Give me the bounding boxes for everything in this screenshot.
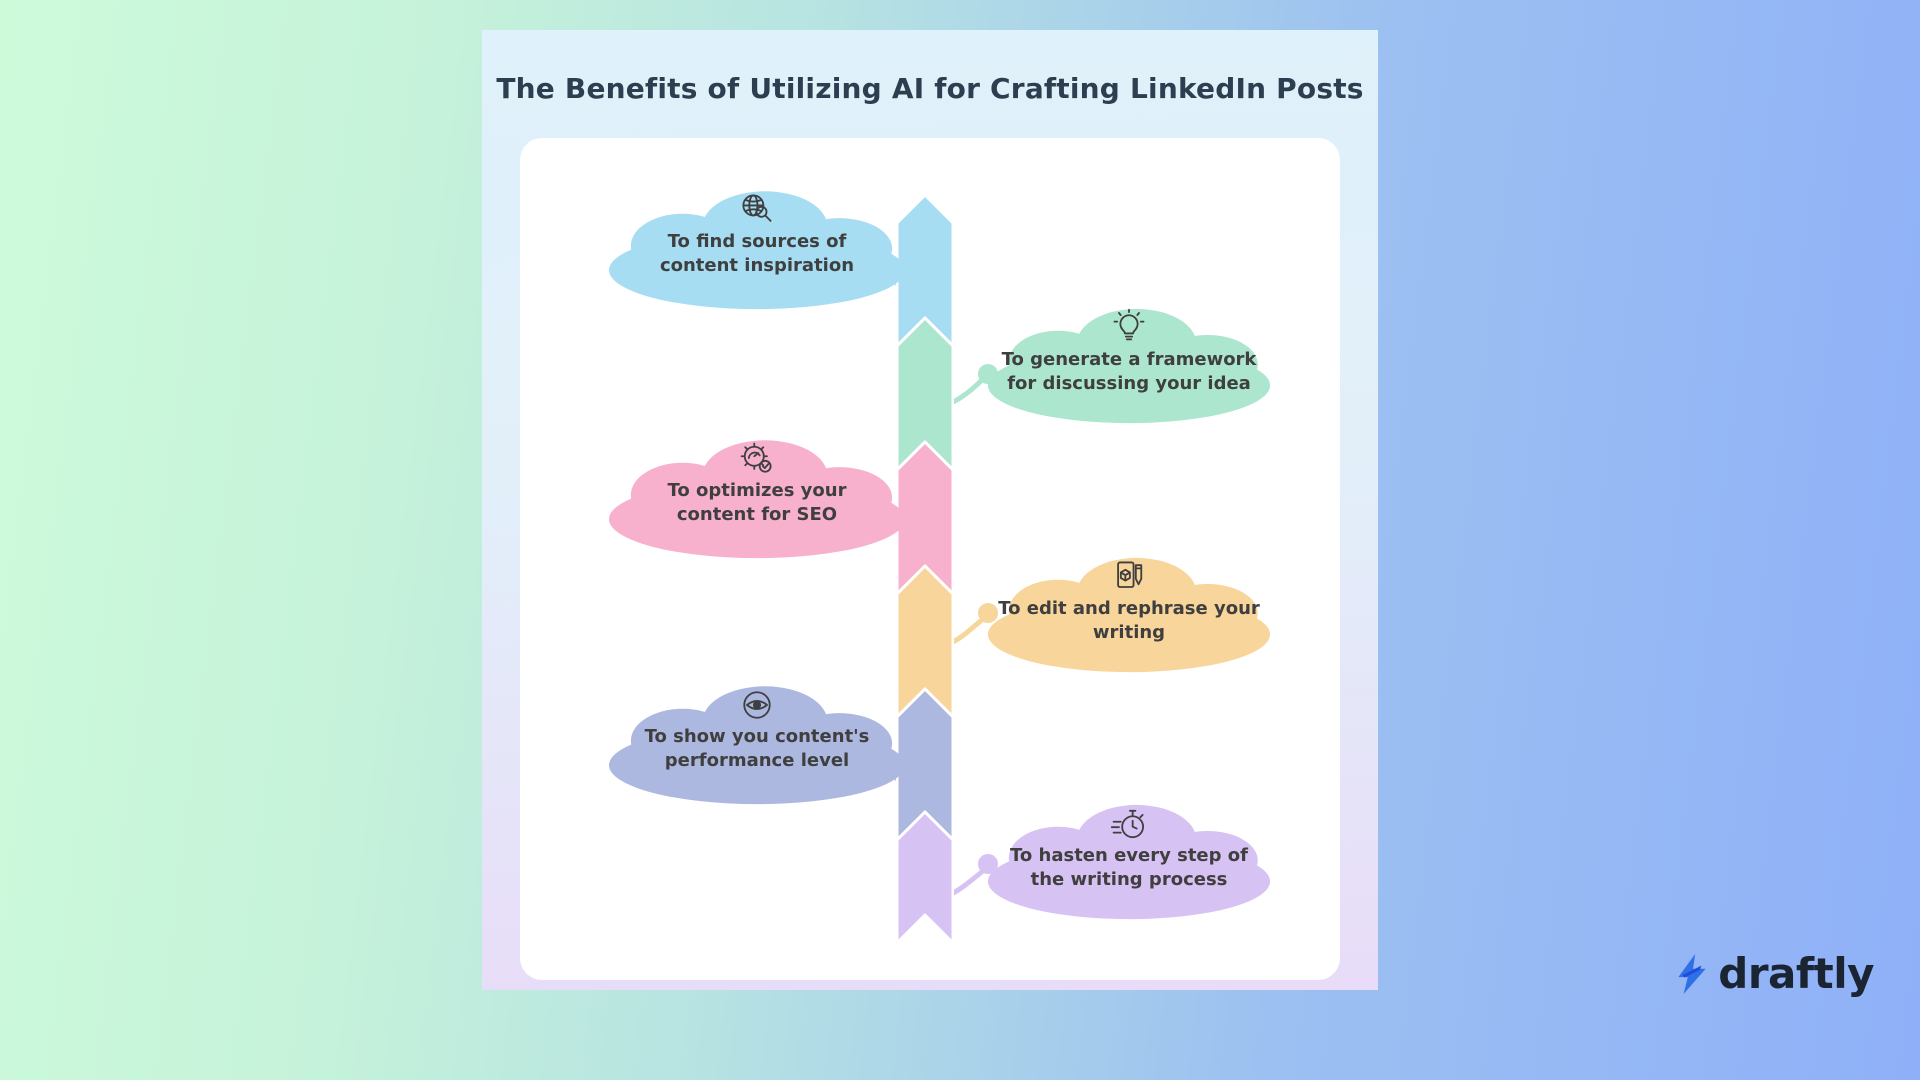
cloud-shape bbox=[608, 191, 906, 310]
benefit-cloud-inspiration: To find sources of content inspiration bbox=[608, 180, 906, 310]
lightbulb-icon bbox=[1113, 308, 1145, 341]
benefit-label-line1: To show you content's bbox=[644, 726, 870, 747]
benefit-label: To edit and rephrase your writing bbox=[998, 597, 1260, 645]
benefit-label-line1: To edit and rephrase your bbox=[998, 598, 1260, 619]
globe-search-icon bbox=[742, 194, 772, 222]
page-title: The Benefits of Utilizing AI for Craftin… bbox=[496, 72, 1364, 105]
benefit-cloud-edit: To edit and rephrase your writing bbox=[987, 547, 1271, 673]
eye-icon bbox=[743, 691, 771, 719]
benefit-label-line1: To optimizes your bbox=[667, 480, 847, 501]
benefit-label-line2: for discussing your idea bbox=[1007, 372, 1251, 394]
benefit-label-line1: To find sources of bbox=[667, 231, 847, 252]
seo-gear-icon bbox=[740, 442, 772, 473]
benefit-label: To show you content's performance level bbox=[645, 725, 870, 773]
benefit-label: To find sources of content inspiration bbox=[660, 230, 854, 278]
benefit-label-line2: the writing process bbox=[1030, 868, 1228, 890]
stopwatch-icon bbox=[1110, 809, 1144, 839]
edit-document-icon bbox=[1117, 561, 1143, 588]
benefit-label-line2: content for SEO bbox=[676, 503, 838, 525]
benefit-cloud-seo: To optimizes your content for SEO bbox=[608, 429, 906, 559]
benefit-label-line2: writing bbox=[1092, 621, 1166, 643]
brand-name: draftly bbox=[1718, 949, 1874, 998]
benefit-cloud-framework: To generate a framework for discussing y… bbox=[987, 298, 1271, 424]
benefit-label-line1: To generate a framework bbox=[1001, 349, 1257, 370]
infographic-poster: The Benefits of Utilizing AI for Craftin… bbox=[482, 30, 1378, 990]
cloud-shape bbox=[987, 308, 1271, 424]
benefit-label: To generate a framework for discussing y… bbox=[1002, 348, 1257, 396]
brand-logo: draftly bbox=[1675, 949, 1874, 998]
cloud-shape bbox=[987, 804, 1271, 920]
benefit-cloud-speed: To hasten every step of the writing proc… bbox=[987, 794, 1271, 920]
cloud-shape bbox=[608, 686, 906, 805]
cloud-shape bbox=[608, 440, 906, 559]
benefit-label-line1: To hasten every step of bbox=[1010, 845, 1248, 866]
benefit-label: To hasten every step of the writing proc… bbox=[1010, 844, 1248, 892]
timeline-ribbon bbox=[896, 194, 954, 945]
cloud-shape bbox=[987, 557, 1271, 673]
benefit-label-line2: content inspiration bbox=[659, 254, 855, 276]
benefit-label: To optimizes your content for SEO bbox=[668, 479, 847, 527]
lightning-bolt-icon bbox=[1678, 953, 1706, 994]
benefit-cloud-performance: To show you content's performance level bbox=[608, 675, 906, 805]
benefit-label-line2: performance level bbox=[664, 749, 850, 771]
ribbon-segment-6 bbox=[896, 810, 954, 945]
